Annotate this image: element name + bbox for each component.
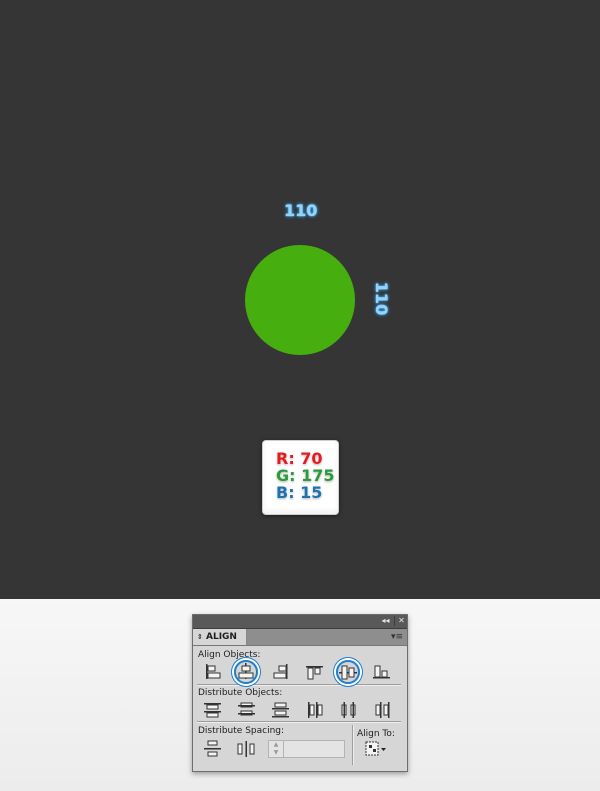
- vertical-align-bottom-button[interactable]: [371, 662, 393, 682]
- horizontal-distribute-left-button[interactable]: [304, 700, 326, 720]
- horizontal-distribute-left-icon: [308, 702, 323, 718]
- align-panel: ◂◂ ✕ ⇕ ALIGN ▾≡: [192, 614, 408, 772]
- distribute-spacing-label: Distribute Spacing:: [198, 726, 285, 736]
- align-to-dropdown[interactable]: [363, 739, 389, 759]
- horizontal-distribute-center-icon: [341, 702, 356, 718]
- highlight-ring: [336, 660, 360, 684]
- align-to-label: Align To:: [357, 729, 395, 739]
- align-to-selection-icon: [365, 741, 386, 756]
- highlight-ring: [234, 660, 258, 684]
- horizontal-align-left-icon: [206, 664, 221, 679]
- vertical-distribute-space-button[interactable]: [202, 739, 224, 759]
- horizontal-distribute-center-button[interactable]: [338, 700, 360, 720]
- panel-menu-icon[interactable]: ▾≡: [390, 632, 404, 642]
- tab-align-label: ALIGN: [206, 632, 237, 642]
- color-values-card: R: 70 G: 175 B: 15: [262, 440, 339, 515]
- vertical-align-center-icon: [339, 665, 357, 680]
- vertical-align-bottom-icon: [373, 665, 390, 679]
- horizontal-distribute-space-icon: [237, 741, 255, 757]
- align-objects-label: Align Objects:: [198, 650, 261, 660]
- close-icon[interactable]: ✕: [394, 616, 408, 626]
- divider: [197, 684, 401, 686]
- vertical-distribute-center-icon: [238, 702, 255, 716]
- horizontal-align-right-button[interactable]: [270, 662, 292, 682]
- horizontal-align-center-button[interactable]: [235, 662, 257, 682]
- horizontal-distribute-right-icon: [375, 702, 390, 718]
- vertical-divider: [352, 725, 354, 765]
- horizontal-distribute-right-button[interactable]: [372, 700, 394, 720]
- height-dimension-label: 110: [372, 281, 392, 316]
- spacing-input[interactable]: ▲▼: [268, 740, 345, 758]
- vertical-distribute-bottom-button[interactable]: [270, 700, 292, 720]
- distribute-objects-label: Distribute Objects:: [198, 688, 283, 698]
- vertical-align-center-button[interactable]: [337, 662, 359, 682]
- green-circle[interactable]: [245, 245, 355, 355]
- vertical-distribute-center-button[interactable]: [236, 700, 258, 720]
- vertical-distribute-top-icon: [204, 703, 221, 718]
- tab-align[interactable]: ⇕ ALIGN: [193, 629, 247, 645]
- artboard: 110 110 R: 70 G: 175 B: 15: [0, 0, 600, 599]
- vertical-align-top-button[interactable]: [304, 662, 326, 682]
- green-value: G: 175: [276, 466, 335, 485]
- panel-titlebar[interactable]: ◂◂ ✕: [193, 615, 407, 629]
- width-dimension-label: 110: [284, 201, 318, 220]
- horizontal-distribute-space-button[interactable]: [236, 739, 258, 759]
- horizontal-align-right-icon: [273, 664, 288, 679]
- tab-arrows-icon: ⇕: [197, 633, 203, 641]
- divider: [197, 721, 401, 723]
- vertical-distribute-space-icon: [204, 740, 221, 757]
- blue-value: B: 15: [276, 483, 323, 502]
- vertical-align-top-icon: [306, 666, 323, 680]
- red-value: R: 70: [276, 449, 323, 468]
- vertical-distribute-top-button[interactable]: [202, 700, 224, 720]
- horizontal-align-center-icon: [238, 663, 254, 679]
- panel-tab-strip: ⇕ ALIGN ▾≡: [193, 629, 407, 646]
- spin-arrows-icon[interactable]: ▲▼: [269, 741, 284, 757]
- horizontal-align-left-button[interactable]: [202, 662, 224, 682]
- vertical-distribute-bottom-icon: [272, 702, 289, 718]
- collapse-icon[interactable]: ◂◂: [381, 616, 390, 625]
- spacing-value[interactable]: [284, 741, 344, 757]
